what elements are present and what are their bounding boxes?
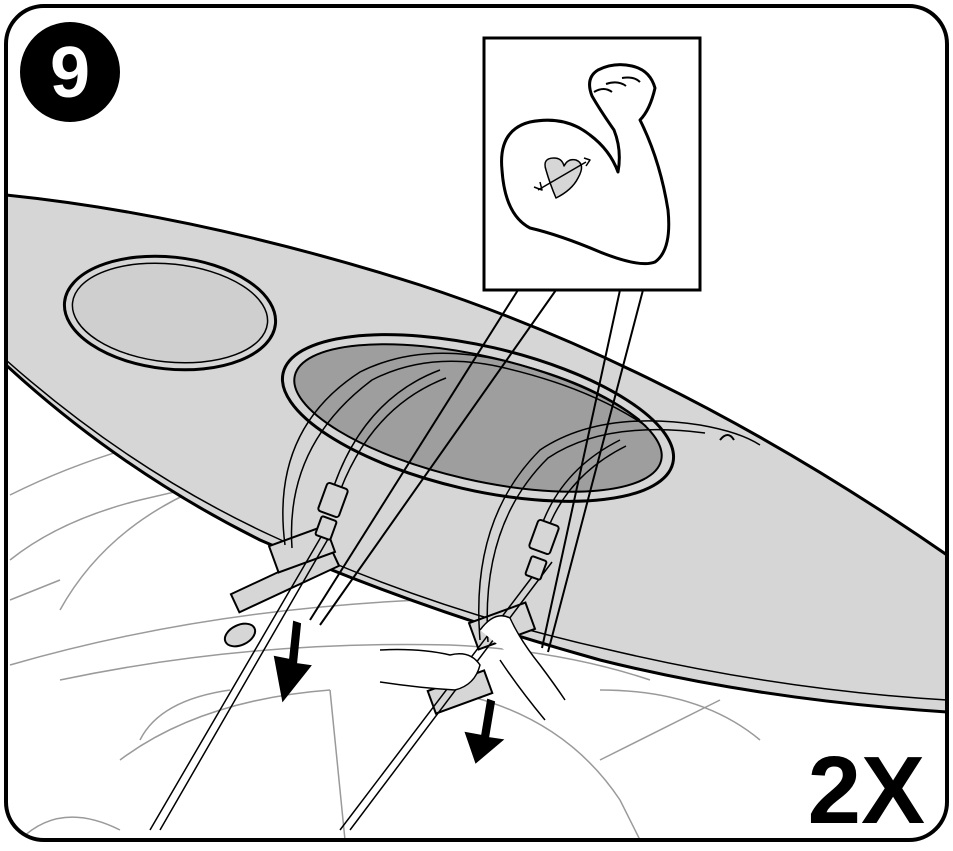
flexed-arm-icon <box>500 63 671 266</box>
panel-frame <box>4 4 949 842</box>
tie-down-straps <box>149 352 761 831</box>
stern-toggle <box>719 434 735 441</box>
down-arrow-icon <box>273 620 312 703</box>
cam-buckles <box>314 481 560 581</box>
step-number-badge: 9 <box>20 22 120 122</box>
repeat-count-label: 2X <box>808 737 925 844</box>
callout-pointer <box>309 289 644 653</box>
step-number: 9 <box>50 33 90 113</box>
down-arrow-icon <box>464 698 505 764</box>
front-hatch <box>62 254 278 372</box>
kayak-keel-line <box>6 359 947 701</box>
strength-callout <box>482 36 702 292</box>
car-outline <box>9 415 761 840</box>
hands <box>379 615 566 721</box>
scene <box>6 193 947 840</box>
